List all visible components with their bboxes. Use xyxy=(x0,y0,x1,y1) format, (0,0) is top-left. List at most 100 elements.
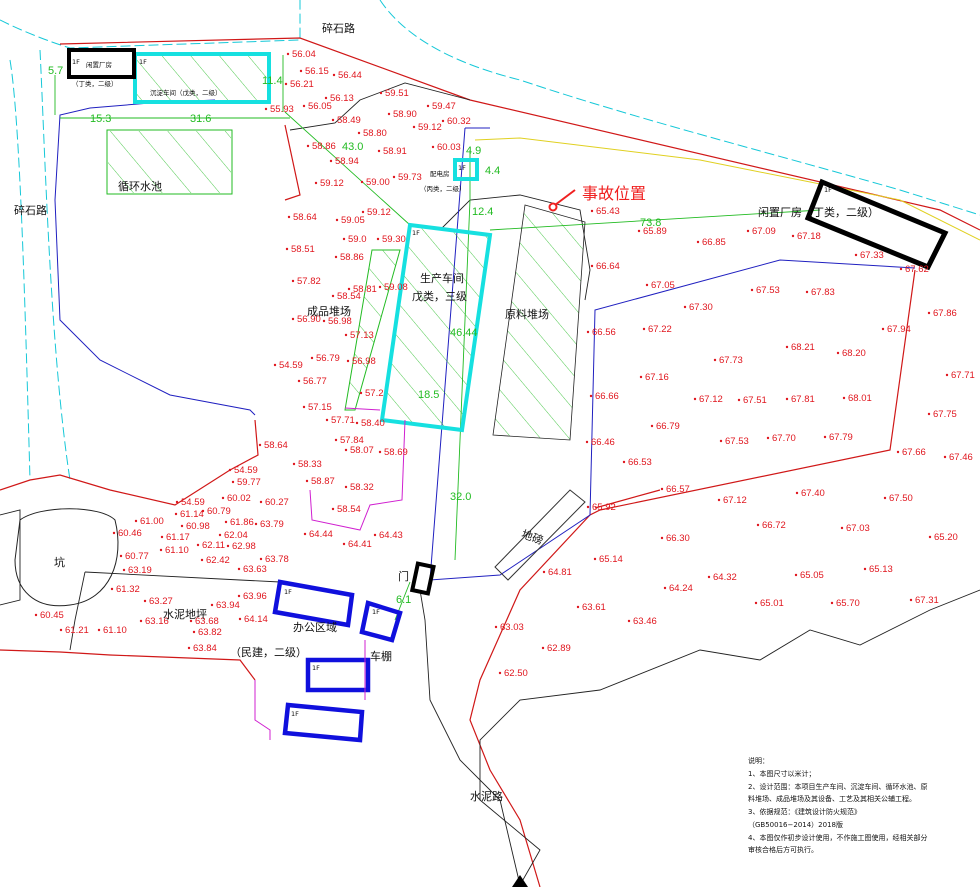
circulating-pool xyxy=(106,129,233,195)
elevation-value: 66.85 xyxy=(702,237,726,248)
elevation-point: 67.05 xyxy=(645,280,675,291)
elevation-value: 60.02 xyxy=(227,493,251,504)
floor-tag: 1F xyxy=(312,664,320,672)
elevation-point: 56.98 xyxy=(346,356,376,367)
elevation-dot xyxy=(119,554,123,558)
elevation-dot xyxy=(59,628,63,632)
elevation-point: 61.10 xyxy=(159,545,189,556)
elevation-point: 59.73 xyxy=(392,172,422,183)
elevation-dot xyxy=(346,359,350,363)
elevation-point: 60.02 xyxy=(221,493,251,504)
cement-road-label: 水泥路 xyxy=(470,790,503,803)
elevation-value: 63.96 xyxy=(243,591,267,602)
elevation-point: 60.45 xyxy=(34,610,64,621)
elevation-point: 56.90 xyxy=(291,314,321,325)
elevation-dot xyxy=(305,479,309,483)
elevation-dot xyxy=(378,285,382,289)
elevation-value: 64.32 xyxy=(713,572,737,583)
notes-line: 4、本图仅作初步设计使用，不作施工图使用，经相关部分 xyxy=(748,833,927,842)
elevation-point: 58.90 xyxy=(387,109,417,120)
elevation-value: 67.09 xyxy=(752,226,776,237)
elevation-dot xyxy=(645,283,649,287)
elevation-dot xyxy=(210,603,214,607)
elevation-dot xyxy=(590,264,594,268)
elevation-dot xyxy=(785,397,789,401)
elevation-dot xyxy=(297,379,301,383)
elevation-value: 67.40 xyxy=(801,488,825,499)
elevation-dot xyxy=(836,351,840,355)
elevation-point: 62.50 xyxy=(498,668,528,679)
elevation-point: 67.75 xyxy=(927,409,957,420)
elevation-value: 66.72 xyxy=(762,520,786,531)
carport-label: 车棚 xyxy=(370,649,392,663)
elevation-point: 58.33 xyxy=(292,459,322,470)
elevation-dot xyxy=(542,570,546,574)
idle-plant-right-label: 闲置厂房（丁类，二级） xyxy=(758,205,879,219)
elevation-point: 65.89 xyxy=(637,226,667,237)
elevation-point: 66.85 xyxy=(696,237,726,248)
elevation-point: 67.71 xyxy=(945,370,975,381)
elevation-point: 59.12 xyxy=(314,178,344,189)
elevation-value: 64.43 xyxy=(379,530,403,541)
elevation-value: 62.50 xyxy=(504,668,528,679)
power-room xyxy=(453,158,479,181)
elevation-point: 66.79 xyxy=(650,421,680,432)
elevation-dot xyxy=(359,391,363,395)
elevation-dot xyxy=(717,498,721,502)
elevation-dot xyxy=(541,646,545,650)
elevation-point: 67.31 xyxy=(909,595,939,606)
elevation-value: 58.54 xyxy=(337,291,361,302)
elevation-point: 63.03 xyxy=(494,622,524,633)
elevation-point: 63.84 xyxy=(187,643,217,654)
elevation-value: 67.05 xyxy=(651,280,675,291)
elevation-dot xyxy=(110,587,114,591)
elevation-dot xyxy=(287,215,291,219)
elevation-dot xyxy=(334,438,338,442)
workshop-name: 生产车间 xyxy=(420,271,464,285)
floor-tag: 1F xyxy=(458,164,466,172)
elevation-value: 64.41 xyxy=(348,539,372,550)
elevation-point: 67.09 xyxy=(746,226,776,237)
elevation-value: 61.86 xyxy=(230,517,254,528)
elevation-value: 58.90 xyxy=(393,109,417,120)
elevation-point: 54.59 xyxy=(175,497,205,508)
elevation-value: 67.18 xyxy=(797,231,821,242)
elevation-dot xyxy=(237,594,241,598)
elevation-point: 54.59 xyxy=(228,465,258,476)
elevation-dot xyxy=(221,496,225,500)
elevation-dot xyxy=(291,279,295,283)
elevation-value: 58.54 xyxy=(337,504,361,515)
elevation-point: 58.64 xyxy=(287,212,317,223)
elevation-value: 62.98 xyxy=(232,541,256,552)
elevation-point: 66.57 xyxy=(660,484,690,495)
elevation-dot xyxy=(192,630,196,634)
elevation-dot xyxy=(112,531,116,535)
elevation-value: 65.20 xyxy=(934,532,958,543)
elevation-dot xyxy=(650,424,654,428)
elevation-dot xyxy=(347,287,351,291)
elevation-point: 59.12 xyxy=(412,122,442,133)
power-room-class: （丙类，二级） xyxy=(420,184,466,193)
elevation-dot xyxy=(791,234,795,238)
elevation-point: 58.86 xyxy=(334,252,364,263)
elevation-point: 63.61 xyxy=(576,602,606,613)
elevation-value: 59.47 xyxy=(432,101,456,112)
elevation-dot xyxy=(143,599,147,603)
elevation-point: 58.64 xyxy=(258,440,288,451)
elevation-dot xyxy=(883,496,887,500)
elevation-value: 67.31 xyxy=(915,595,939,606)
elevation-value: 66.79 xyxy=(656,421,680,432)
sediment-workshop xyxy=(133,52,271,104)
notes-line: 审核合格后方可执行。 xyxy=(748,845,818,854)
elevation-value: 65.70 xyxy=(836,598,860,609)
elevation-point: 57.71 xyxy=(325,415,355,426)
elevation-point: 67.30 xyxy=(683,302,713,313)
pit-outline xyxy=(14,508,119,607)
elevation-dot xyxy=(175,500,179,504)
notes-line: 3、依据规范：《建筑设计防火规范》 xyxy=(748,807,861,816)
gate-label: 门 xyxy=(398,569,409,583)
elevation-dot xyxy=(590,209,594,213)
elevation-dot xyxy=(314,181,318,185)
elevation-point: 59.00 xyxy=(360,177,390,188)
floor-tag: 1F xyxy=(284,588,292,596)
